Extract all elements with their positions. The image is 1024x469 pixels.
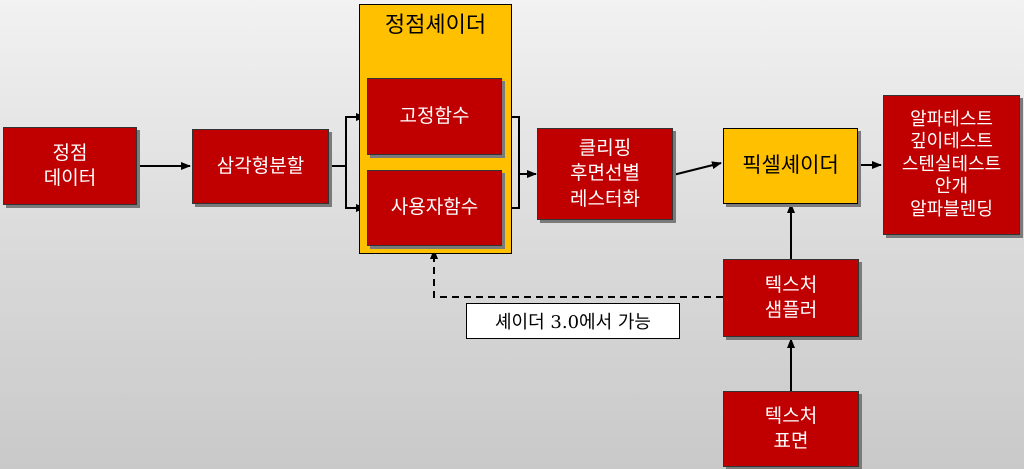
triangulation-box: 삼각형분할 bbox=[192, 129, 329, 204]
pixel-shader-box: 픽셀셰이더 bbox=[723, 128, 858, 204]
arrow-triangulation-to-user bbox=[345, 166, 366, 212]
output-tests-label: 알파테스트 깊이테스트 스텐실테스트 안개 알파블렌딩 bbox=[901, 108, 1002, 220]
fixed-function-box: 고정함수 bbox=[367, 78, 502, 155]
texture-sampler-box: 텍스처 샘플러 bbox=[723, 259, 859, 337]
arrow-triangulation-to-fixed bbox=[329, 113, 366, 167]
vertex-data-box: 정점 데이터 bbox=[3, 127, 137, 205]
fixed-function-label: 고정함수 bbox=[399, 104, 470, 127]
clipping-box: 클리핑 후면선별 레스터화 bbox=[537, 128, 673, 220]
output-tests-box: 알파테스트 깊이테스트 스텐실테스트 안개 알파블렌딩 bbox=[883, 95, 1020, 235]
vertex-data-label: 정점 데이터 bbox=[43, 141, 97, 189]
arrow-clipping-to-pixel-shader bbox=[672, 161, 722, 176]
vertex-shader-title: 정점셰이더 bbox=[384, 13, 487, 38]
texture-surface-label: 텍스처 표면 bbox=[764, 404, 818, 452]
texture-sampler-label: 텍스처 샘플러 bbox=[764, 273, 818, 321]
shader-30-note: 셰이더 3.0에서 가능 bbox=[466, 303, 680, 339]
pixel-shader-label: 픽셀셰이더 bbox=[742, 153, 839, 178]
texture-surface-box: 텍스처 표면 bbox=[723, 391, 859, 467]
user-function-label: 사용자함수 bbox=[390, 196, 479, 219]
dashed-arrow-sampler-to-vertex-shader bbox=[430, 249, 723, 298]
user-function-box: 사용자함수 bbox=[367, 170, 502, 246]
clipping-label: 클리핑 후면선별 레스터화 bbox=[570, 137, 640, 210]
shader-30-note-label: 셰이더 3.0에서 가능 bbox=[495, 312, 651, 333]
triangulation-label: 삼각형분할 bbox=[216, 154, 305, 177]
